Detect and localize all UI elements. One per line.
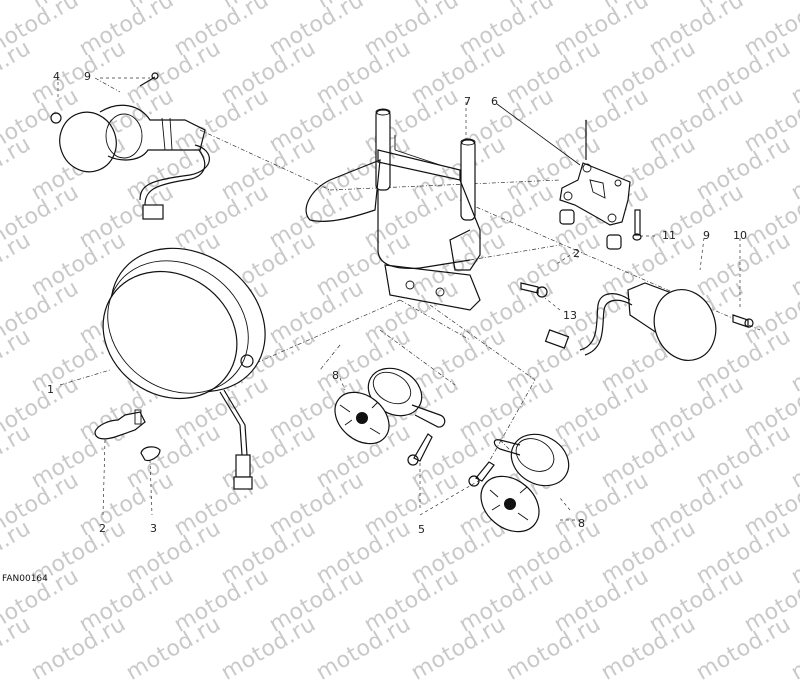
watermark-text: motod.ru	[407, 611, 511, 686]
watermark-text: motod.ru	[502, 611, 606, 686]
watermark-text: motod.ru	[312, 611, 416, 686]
watermark-text: motod.ru	[597, 611, 701, 686]
callout-3: 3	[150, 522, 157, 535]
callout-11: 11	[662, 229, 676, 242]
pilot-bulb	[140, 446, 161, 462]
callout-6: 6	[491, 95, 498, 108]
headlight	[102, 247, 266, 490]
callout-8-right: 8	[578, 517, 585, 530]
watermark-text: motod.ru	[692, 611, 796, 686]
headlight-bulb	[94, 409, 146, 440]
horn-left	[334, 367, 446, 466]
callout-9: 9	[84, 70, 91, 83]
watermark-text: motod.ru	[0, 611, 36, 686]
watermark-text: motod.ru	[787, 611, 800, 686]
callout-2-spacer: 2	[573, 247, 580, 260]
callout-13: 13	[563, 309, 577, 322]
callout-8-left: 8	[332, 369, 339, 382]
callout-7: 7	[464, 95, 471, 108]
callout-2: 2	[99, 522, 106, 535]
horn-right	[468, 433, 570, 533]
callout-1: 1	[47, 383, 54, 396]
bracket-plate	[559, 120, 642, 250]
watermark-text: motod.ru	[122, 611, 226, 686]
turn-signal-right	[520, 282, 754, 361]
callout-5: 5	[418, 523, 425, 536]
headlight-support-frame	[305, 108, 481, 311]
callout-10: 10	[733, 229, 747, 242]
diagram-code: FAN00164	[2, 574, 48, 584]
watermark-text: motod.ru	[27, 611, 131, 686]
watermark-text: motod.ru	[217, 611, 321, 686]
callout-9-right: 9	[703, 229, 710, 242]
diagram-drawing	[50, 72, 761, 533]
turn-signal-left	[50, 72, 210, 220]
callout-4: 4	[53, 70, 60, 83]
